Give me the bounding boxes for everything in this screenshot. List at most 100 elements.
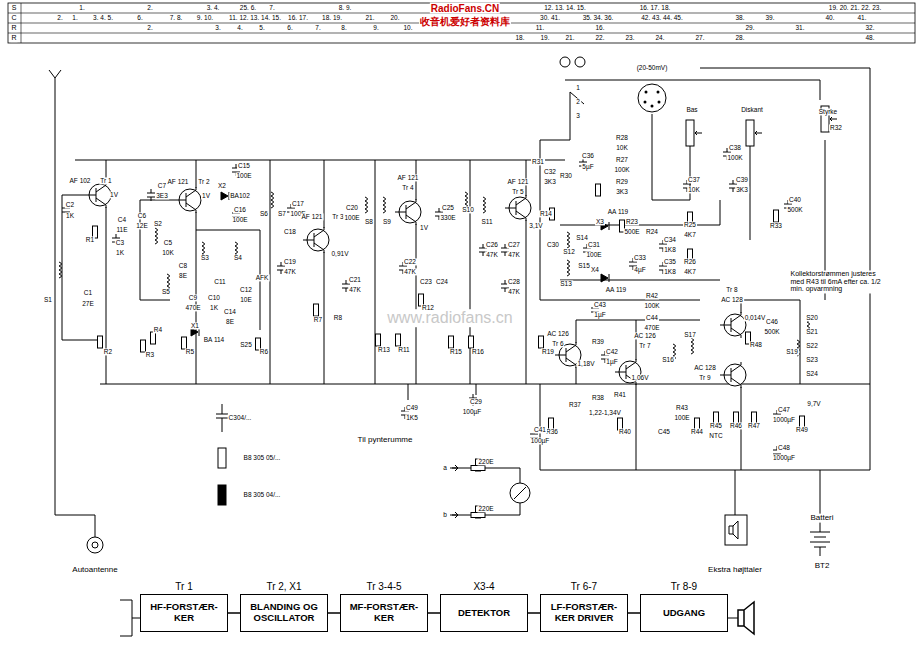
part-label: 9,7V	[806, 400, 821, 407]
stage-heading: Tr 6-7	[540, 580, 628, 594]
wire	[636, 320, 637, 360]
antenna-socket	[92, 542, 98, 548]
part-label: R42	[645, 292, 659, 299]
part-label: 3,1V	[528, 222, 543, 229]
drawing-part	[830, 117, 837, 121]
part-label: S24	[805, 370, 819, 377]
part-label: 35. 34. 36.	[582, 14, 615, 21]
part-label: R36	[545, 428, 559, 435]
flow-line	[228, 612, 240, 614]
wire	[62, 195, 100, 340]
part-label: 1µF	[605, 358, 618, 365]
part-label: 7. 8.	[169, 14, 184, 21]
part-label: R	[10, 24, 17, 32]
part-label: R8	[333, 314, 343, 321]
part-label: 330E	[439, 214, 456, 221]
arrow-b	[452, 512, 458, 518]
transistor-symbol	[720, 312, 746, 338]
part-label: X2	[217, 182, 227, 189]
part-label: R16	[471, 348, 485, 355]
wire	[375, 160, 376, 384]
part-label: 1K8	[663, 246, 677, 253]
part-label: 21.	[564, 34, 575, 41]
wire	[540, 92, 570, 300]
part-label: 3K3	[543, 178, 557, 185]
part-label: Tr 6	[551, 340, 564, 347]
block-box: Tr 6-7LF-FORSTÆR- KER DRIVER	[540, 580, 628, 632]
part-label: R39	[591, 338, 605, 345]
part-label: C9	[188, 294, 198, 301]
wire	[741, 300, 800, 384]
part-label: 500K	[786, 206, 803, 213]
wire	[49, 70, 61, 78]
part-label: S17	[683, 331, 697, 338]
part-label: 470E	[643, 324, 660, 331]
wire	[540, 300, 700, 301]
part-label: 100µF	[462, 408, 483, 415]
part-label: S3	[200, 254, 210, 261]
part-label: S11	[480, 218, 493, 225]
part-label: C10	[207, 294, 221, 301]
part-label: R2	[103, 348, 113, 355]
wire	[106, 207, 107, 384]
transistors	[85, 182, 746, 388]
part-label: 4µF	[633, 266, 646, 273]
part-label: Tr 5	[511, 188, 524, 195]
part-label: 10.	[402, 24, 413, 31]
coil-symbol	[567, 260, 570, 276]
part-label: 6.	[286, 24, 293, 31]
part-label: 3E3	[155, 192, 169, 199]
part-label: BA 114	[203, 336, 225, 343]
part-label: R5	[185, 348, 195, 355]
part-label: 1.	[71, 14, 78, 21]
part-label: R25	[683, 221, 697, 228]
part-label: C11	[213, 278, 226, 285]
part-label: C33	[633, 254, 647, 261]
part-label: R43	[675, 404, 689, 411]
part-label: R14	[539, 210, 553, 217]
part-label: R33	[769, 222, 783, 229]
wire	[750, 140, 751, 240]
resistor-symbol	[774, 210, 779, 222]
part-label: 1,18V	[577, 360, 596, 367]
part-label: AF 121	[507, 178, 530, 185]
part-label: 1K	[65, 212, 75, 219]
part-label: C2	[65, 201, 75, 208]
wire	[820, 470, 821, 532]
part-label: C25	[441, 204, 455, 211]
part-label: C23	[419, 278, 433, 285]
antenna-socket	[87, 537, 103, 553]
part-label: Til pynterumme	[357, 436, 414, 445]
part-label: C16	[233, 206, 247, 213]
part-label: 19. 20. 21. 22. 23.	[828, 4, 882, 11]
part-label: 12E	[135, 222, 149, 229]
part-label: 8E	[225, 318, 235, 325]
part-label: 1,22-1,34V	[588, 409, 622, 416]
part-label: B8 305 05/...	[243, 454, 282, 461]
coils	[59, 192, 810, 360]
meter-needle	[514, 487, 526, 499]
part-label: C15	[237, 162, 251, 169]
part-label: 16. 17. 18.	[639, 4, 672, 11]
drawing-part	[303, 227, 324, 253]
part-label: C36	[581, 152, 595, 159]
part-label: 1.	[78, 4, 85, 11]
part-label: R6	[259, 348, 269, 355]
stage-heading: Tr 3-4-5	[340, 580, 428, 594]
wire	[565, 80, 820, 100]
part-label: 39.	[764, 14, 775, 21]
capacitor-symbol	[147, 189, 155, 201]
part-label: R38	[591, 394, 605, 401]
speaker-symbol	[738, 602, 754, 634]
part-label: C38	[728, 144, 742, 151]
part-label: C24	[435, 278, 449, 285]
part-label: C39	[735, 176, 749, 183]
part-label: C27	[507, 241, 521, 248]
part-label: 3K3	[615, 188, 629, 195]
part-label: 47K	[403, 268, 417, 275]
part-label: R32	[829, 124, 843, 131]
wire	[560, 280, 720, 281]
part-label: Tr 1	[99, 177, 112, 184]
part-label: 28.	[734, 34, 745, 41]
resistor-symbol	[218, 485, 226, 505]
